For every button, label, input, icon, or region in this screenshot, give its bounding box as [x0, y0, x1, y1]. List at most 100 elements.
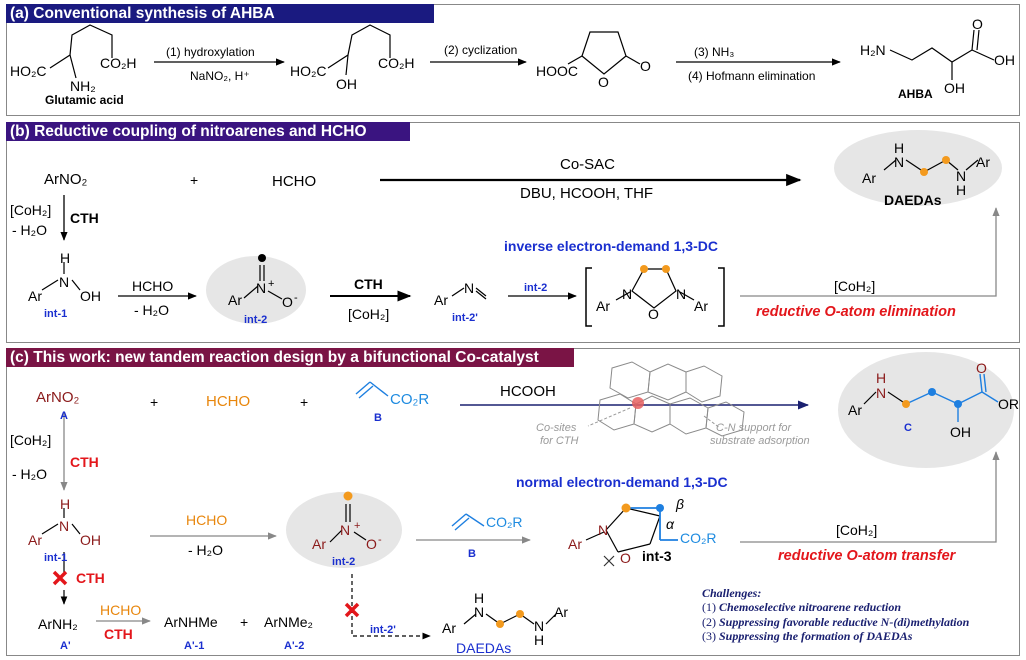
b-conditions: DBU, HCOOH, THF [520, 185, 654, 202]
int3-orange-dot [621, 503, 631, 513]
challenge-item: (3) Suppressing the formation of DAEDAs [702, 629, 1014, 644]
b-cyclo-n1: N [622, 286, 633, 302]
block-x-icon-2 [344, 602, 360, 618]
glutamic-label: Glutamic acid [45, 93, 124, 107]
challenges-title: Challenges: [702, 586, 762, 600]
c-int2-bubble [286, 492, 402, 568]
b-cyclo-orange-dot-2 [662, 265, 670, 273]
hydroxy-acid-skeleton [327, 24, 391, 76]
c-int1-oh: OH [80, 532, 101, 548]
challenge-item: (2) Suppressing favorable reductive N-(d… [702, 615, 1014, 630]
c-daeda-orange-dot-2 [516, 610, 524, 618]
step2-label: (2) cyclization [444, 43, 518, 57]
b-reduce-water: - H₂O [12, 222, 47, 238]
c-product-n: N [876, 385, 887, 401]
panel-b-header: (b) Reductive coupling of nitroarenes an… [6, 122, 410, 141]
b-cyclo-o: O [648, 306, 659, 322]
c-product-oh: OH [950, 424, 971, 440]
b-int2-label: int-2 [244, 314, 268, 326]
b-int2p-n: N [464, 280, 475, 296]
hydroxy-left: HO₂C [290, 63, 327, 79]
c-daeda-label: DAEDAs [456, 640, 512, 656]
c-coh2: [CoH₂] [10, 432, 52, 448]
step3-label: (3) NH₃ [694, 45, 735, 59]
b-daeda-n1: N [894, 154, 905, 170]
c-hcooh: HCOOH [500, 383, 556, 400]
c-product-orange-dot [902, 400, 910, 408]
b-hcho: HCHO [272, 173, 317, 190]
challenges-box: Challenges: (1) Chemoselective nitroaren… [702, 586, 1014, 644]
b-int2-minus: - [294, 292, 298, 304]
b-int2p-ar: Ar [434, 292, 448, 308]
c-plus3: + [240, 614, 249, 630]
c-int2p: int-2' [370, 624, 396, 636]
c-cth-blocked: CTH [76, 570, 105, 586]
c-int2-bonds [329, 504, 367, 543]
c-daeda-n1: N [474, 604, 485, 620]
b-reduce-reagent: [CoH₂] [10, 202, 52, 218]
b-daeda-orange-dot-2 [942, 156, 950, 164]
c-daeda-ar2: Ar [554, 604, 568, 620]
c-label-ap2: A'-2 [284, 640, 305, 652]
c-daeda-n2: N [534, 618, 545, 634]
c-cosites: Co-sites [536, 422, 577, 434]
c-dashed-arrow [351, 574, 431, 640]
c-plus1: + [150, 394, 159, 410]
glutamic-left: HO₂C [10, 63, 47, 79]
b-reduce-cth: CTH [70, 210, 99, 226]
c-return-arrow [740, 451, 1000, 543]
c-int1-h: H [60, 496, 71, 512]
c-water2: - H₂O [188, 542, 223, 558]
c-cn-support: C-N support for [716, 422, 792, 434]
int3-alpha: α [666, 516, 674, 532]
c-daeda-h2: H [534, 632, 545, 648]
c-daeda-h1: H [474, 590, 485, 606]
c-acrylate2: CO₂R [486, 514, 523, 530]
b-cyclo-n2: N [676, 286, 687, 302]
c-daeda-orange-dot-1 [496, 620, 504, 628]
c-int1-n: N [59, 518, 70, 534]
b-int1-bonds [41, 262, 81, 291]
hydroxy-oh: OH [336, 76, 357, 92]
c-product-bubble [838, 352, 1014, 468]
b-daeda-orange-dot-1 [920, 168, 928, 176]
step4-label: (4) Hofmann elimination [688, 69, 816, 83]
c-coh2-b: [CoH₂] [836, 522, 878, 538]
c-int2-ar: Ar [312, 536, 326, 552]
lactone-skeleton [567, 31, 641, 75]
c-nhme: ArNHMe [164, 614, 218, 630]
c-label-b: B [374, 412, 382, 424]
b-hcho2: HCHO [132, 278, 174, 294]
int3-ring [585, 507, 661, 553]
c-int2-orange-dot [343, 491, 353, 501]
c-hcho2: HCHO [186, 512, 228, 528]
glutamic-right: CO₂H [100, 55, 137, 71]
int3-o: O [620, 550, 631, 566]
block-x-icon-1 [52, 570, 68, 586]
b-cyclo-ar2: Ar [694, 298, 708, 314]
challenge-num: (2) [702, 614, 716, 629]
cn-support-pointer [703, 415, 721, 429]
b-int1-ar: Ar [28, 288, 42, 304]
ahba-acid-o: O [972, 16, 983, 32]
c-acrylate: CO₂R [390, 391, 430, 408]
step1-reagents: NaNO₂, H⁺ [190, 69, 250, 83]
c-product-blue-dot-2 [954, 400, 962, 408]
b-elimination: reductive O-atom elimination [756, 304, 956, 320]
c-for-cth: for CTH [540, 435, 579, 447]
c-product-h: H [876, 370, 887, 386]
challenge-num: (3) [702, 629, 716, 643]
challenge-item: (1) Chemoselective nitroarene reduction [702, 600, 1014, 615]
b-int2-o: O [282, 294, 293, 310]
c-plus2: + [300, 394, 309, 410]
c-daeda-ar1: Ar [442, 620, 456, 636]
int3-scissor-icon [603, 555, 615, 567]
panel-b [6, 122, 1020, 343]
hydroxy-right: CO₂H [378, 55, 415, 71]
int3-blue-bonds [626, 507, 678, 541]
ahba-acid-oh: OH [994, 52, 1015, 68]
b-daeda-ar2: Ar [976, 154, 990, 170]
c-substrate-ads: substrate adsorption [710, 435, 810, 447]
b-water2: - H₂O [134, 302, 169, 318]
b-int2p-label: int-2' [452, 312, 478, 324]
